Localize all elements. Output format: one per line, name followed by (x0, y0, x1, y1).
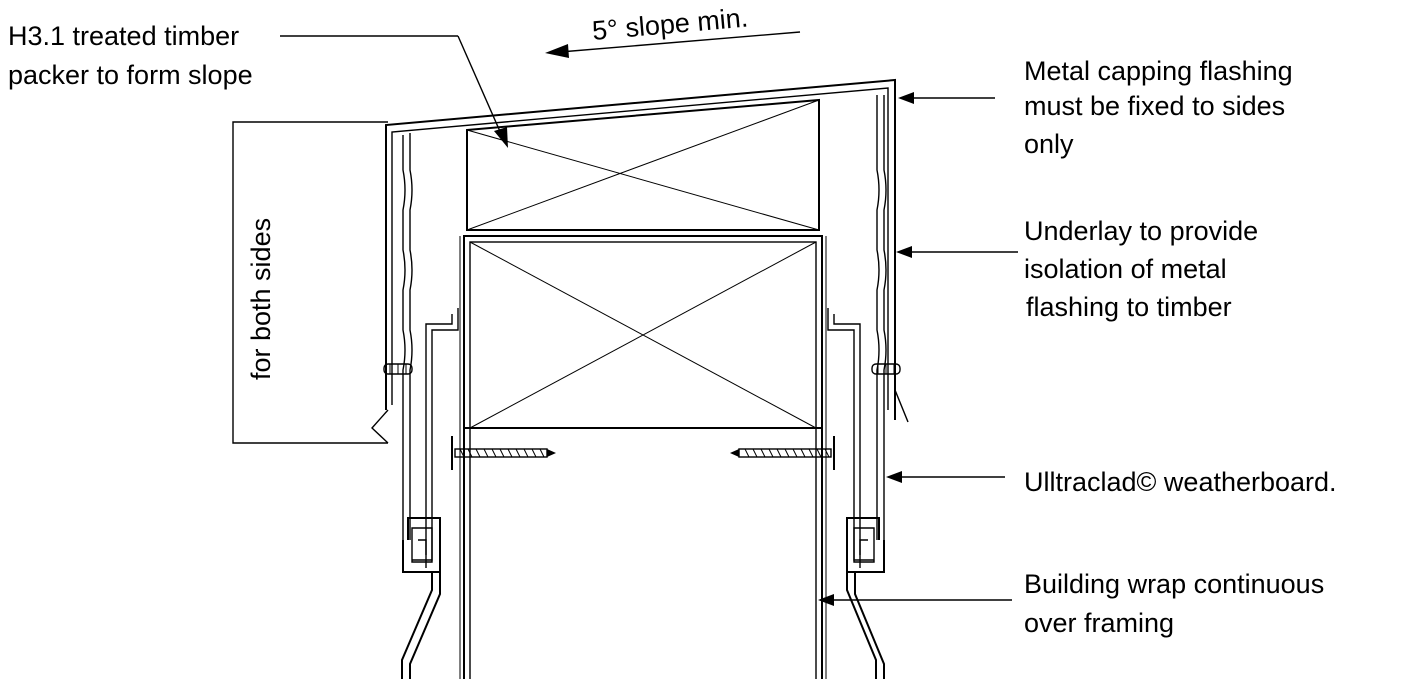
label-timber-packer-line2: packer to form slope (8, 60, 253, 90)
label-timber-packer: H3.1 treated timber packer to form slope (8, 21, 253, 90)
leader-metal-capping (898, 92, 995, 104)
dimension-bracket (232, 121, 389, 444)
metal-capping-flashing (385, 78, 909, 423)
screw-right (730, 436, 835, 470)
batten-clip-right (827, 308, 874, 561)
label-metal-capping: Metal capping flashing must be fixed to … (1024, 56, 1293, 159)
label-underlay-line3: flashing to timber (1026, 292, 1232, 322)
weatherboard-left (401, 517, 441, 679)
timber-packer (466, 98, 820, 231)
label-underlay-line1: Underlay to provide (1024, 216, 1258, 246)
label-building-wrap-line1: Building wrap continuous (1024, 569, 1324, 599)
label-building-wrap-line2: over framing (1024, 608, 1174, 638)
building-wrap (459, 236, 827, 679)
label-underlay-line2: isolation of metal (1024, 254, 1227, 284)
label-timber-packer-line1: H3.1 treated timber (8, 21, 239, 51)
weatherboard-right (846, 517, 885, 679)
label-metal-capping-line1: Metal capping flashing (1024, 56, 1293, 86)
batten-clip-left (412, 308, 459, 561)
label-underlay: Underlay to provide isolation of metal f… (1024, 216, 1258, 322)
leader-building-wrap (818, 594, 1012, 606)
label-metal-capping-line3: only (1024, 129, 1074, 159)
label-both-sides: for both sides (246, 218, 276, 380)
leader-weatherboard (886, 471, 1005, 483)
framing-top-plate (463, 235, 823, 429)
label-building-wrap: Building wrap continuous over framing (1024, 569, 1324, 638)
screw-left (451, 436, 556, 470)
leader-timber-packer (280, 35, 508, 148)
framing-studs (463, 428, 823, 679)
label-weatherboard: Ulltraclad© weatherboard. (1024, 467, 1337, 497)
slope-arrow (545, 31, 801, 58)
underlay (402, 95, 887, 540)
rivet-right (871, 363, 901, 375)
rivet-left (383, 363, 413, 375)
label-metal-capping-line2: must be fixed to sides (1024, 91, 1285, 121)
leader-underlay (896, 246, 1018, 258)
label-slope: 5° slope min. (591, 2, 749, 46)
